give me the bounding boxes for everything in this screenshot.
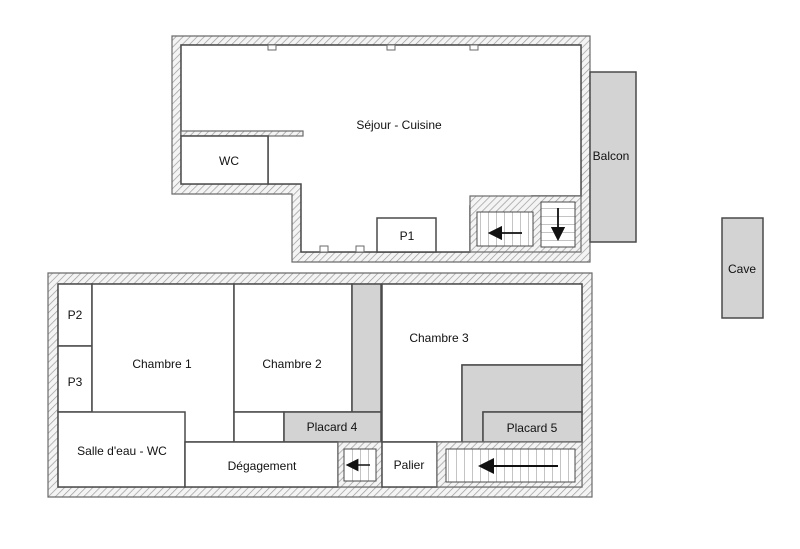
cave-box	[721, 217, 764, 319]
room-p3	[57, 345, 93, 413]
room-chambre-2-ext	[233, 411, 285, 443]
label-chambre-2: Chambre 2	[262, 357, 322, 371]
window-notch	[355, 245, 365, 253]
label-wc: WC	[219, 154, 239, 168]
label-balcon: Balcon	[593, 149, 630, 163]
room-degagement	[184, 441, 339, 488]
room-chambre-2	[233, 283, 353, 413]
stairs-down-left	[476, 211, 534, 247]
label-palier: Palier	[394, 458, 425, 472]
room-wc	[180, 135, 269, 185]
placard-5	[482, 411, 583, 443]
window-notch	[469, 44, 479, 51]
label-chambre-3: Chambre 3	[409, 331, 469, 345]
room-p1	[376, 217, 437, 253]
label-salle-eau: Salle d'eau - WC	[77, 444, 167, 458]
label-placard-4: Placard 4	[307, 420, 358, 434]
label-cave: Cave	[728, 262, 756, 276]
upper-floor: Séjour - Cuisine WC P1 Balcon	[171, 35, 637, 263]
cave: Cave	[721, 217, 764, 319]
window-notch	[386, 44, 396, 51]
label-p2: P2	[68, 308, 83, 322]
lower-floor: P2 P3 Chambre 1 Chambre 2 Chambre 3 Plac…	[47, 272, 593, 498]
window-notch	[319, 245, 329, 253]
placard-4	[283, 411, 382, 443]
room-palier	[381, 441, 438, 488]
label-p1: P1	[400, 229, 415, 243]
label-sejour: Séjour - Cuisine	[356, 118, 442, 132]
label-placard-5: Placard 5	[507, 421, 558, 435]
placard-column	[351, 283, 382, 413]
label-p3: P3	[68, 375, 83, 389]
room-salle-eau	[57, 411, 186, 488]
balcon	[589, 71, 637, 243]
label-chambre-1: Chambre 1	[132, 357, 192, 371]
window-notch	[267, 44, 277, 51]
label-degagement: Dégagement	[228, 459, 297, 473]
